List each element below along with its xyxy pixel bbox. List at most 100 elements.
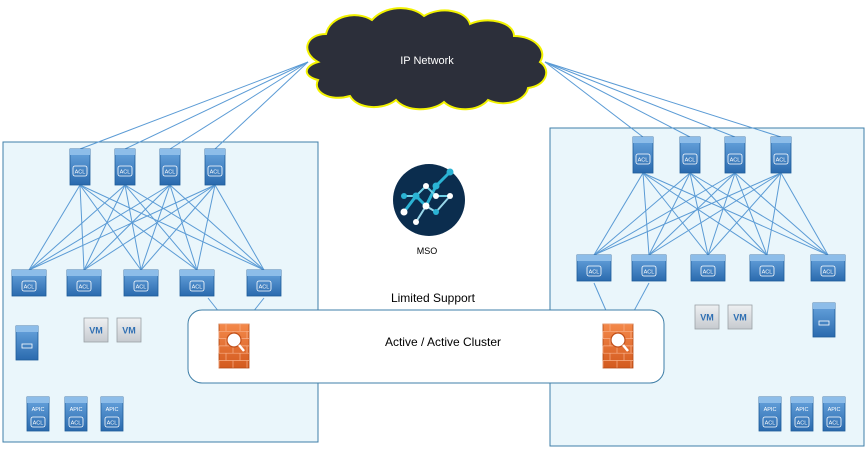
fabric-link: [689, 172, 829, 256]
leaf-switch: ACL: [246, 269, 282, 297]
svg-text:ACL: ACL: [776, 158, 787, 164]
svg-text:APIC: APIC: [106, 407, 119, 413]
fabric-link: [83, 184, 216, 271]
svg-text:ACL: ACL: [210, 170, 221, 176]
svg-text:VM: VM: [733, 313, 747, 323]
svg-text:ACL: ACL: [589, 270, 600, 276]
fabric-link: [124, 184, 265, 271]
cluster-box: [187, 309, 665, 384]
svg-text:ACL: ACL: [644, 270, 655, 276]
spine-switch-icon: ACL: [69, 148, 91, 186]
svg-text:VM: VM: [122, 326, 136, 336]
leaf-switch-icon: ACL: [179, 269, 215, 297]
fabric-link: [707, 172, 736, 256]
mso-logo-icon: [393, 164, 465, 236]
fabric-link: [28, 184, 126, 271]
leaf-switch-icon: ACL: [690, 254, 726, 282]
site-right-panel: [549, 127, 865, 447]
vm-box: VM: [83, 317, 109, 343]
svg-text:APIC: APIC: [796, 407, 809, 413]
fabric-link: [593, 172, 644, 256]
vm-icon: VM: [694, 304, 720, 330]
fabric-link: [79, 184, 265, 271]
spine-switch: ACL: [724, 136, 746, 174]
ip-network-cloud: IP Network: [305, 7, 548, 111]
svg-text:ACL: ACL: [638, 158, 649, 164]
fabric-link: [140, 184, 216, 271]
fabric-link: [140, 184, 171, 271]
fabric-link: [79, 184, 85, 271]
leaf-switch-icon: ACL: [576, 254, 612, 282]
leaf-switch: ACL: [810, 254, 846, 282]
leaf-switch: ACL: [123, 269, 159, 297]
vm-icon: VM: [727, 304, 753, 330]
svg-text:VM: VM: [89, 326, 103, 336]
leaf-switch-icon: ACL: [66, 269, 102, 297]
apic-controller-icon: APIC ACL: [790, 396, 814, 432]
fabric-link: [169, 184, 265, 271]
fabric-link: [83, 184, 126, 271]
svg-text:ACL: ACL: [136, 285, 147, 291]
spine-switch-icon: ACL: [114, 148, 136, 186]
server-icon: [15, 325, 39, 361]
leaf-switch-icon: ACL: [123, 269, 159, 297]
svg-text:ACL: ACL: [797, 421, 808, 427]
cloud-link: [544, 61, 691, 138]
apic-controller: APIC ACL: [100, 396, 124, 432]
cluster-label: Active / Active Cluster: [385, 335, 501, 349]
fabric-link: [689, 172, 709, 256]
vm-box: VM: [116, 317, 142, 343]
fabric-link: [593, 172, 691, 256]
cluster-title: Limited Support: [391, 291, 476, 305]
spine-switch: ACL: [159, 148, 181, 186]
fabric-link: [196, 184, 216, 271]
fabric-link: [593, 172, 782, 256]
svg-text:ACL: ACL: [165, 170, 176, 176]
svg-text:ACL: ACL: [703, 270, 714, 276]
svg-text:ACL: ACL: [120, 170, 131, 176]
vm-icon: VM: [83, 317, 109, 343]
svg-text:ACL: ACL: [24, 285, 35, 291]
mso-label: MSO: [417, 246, 438, 256]
leaf-switch: ACL: [11, 269, 47, 297]
svg-text:ACL: ACL: [33, 421, 44, 427]
svg-text:APIC: APIC: [70, 407, 83, 413]
fabric-link: [707, 172, 782, 256]
leaf-switch-icon: ACL: [11, 269, 47, 297]
svg-text:VM: VM: [700, 313, 714, 323]
vm-icon: VM: [116, 317, 142, 343]
firewall: [602, 323, 634, 369]
svg-text:APIC: APIC: [828, 407, 841, 413]
svg-text:ACL: ACL: [823, 270, 834, 276]
svg-text:ACL: ACL: [259, 285, 270, 291]
svg-text:ACL: ACL: [107, 421, 118, 427]
spine-switch: ACL: [770, 136, 792, 174]
leaf-switch-icon: ACL: [631, 254, 667, 282]
cloud-link: [79, 61, 309, 150]
server-icon: [812, 302, 836, 338]
fabric-link: [642, 172, 650, 256]
fabric-link: [648, 172, 782, 256]
leaf-switch: ACL: [66, 269, 102, 297]
leaf-switch-icon: ACL: [246, 269, 282, 297]
fabric-link: [642, 172, 709, 256]
fabric-link: [214, 184, 265, 271]
spine-switch: ACL: [204, 148, 226, 186]
fabric-link: [79, 184, 142, 271]
leaf-switch-icon: ACL: [810, 254, 846, 282]
spine-switch-icon: ACL: [724, 136, 746, 174]
fabric-link: [124, 184, 142, 271]
links-layer: [28, 61, 829, 323]
fabric-link: [648, 172, 691, 256]
spine-switch-icon: ACL: [204, 148, 226, 186]
spine-switch-icon: ACL: [632, 136, 654, 174]
apic-controller: APIC ACL: [790, 396, 814, 432]
